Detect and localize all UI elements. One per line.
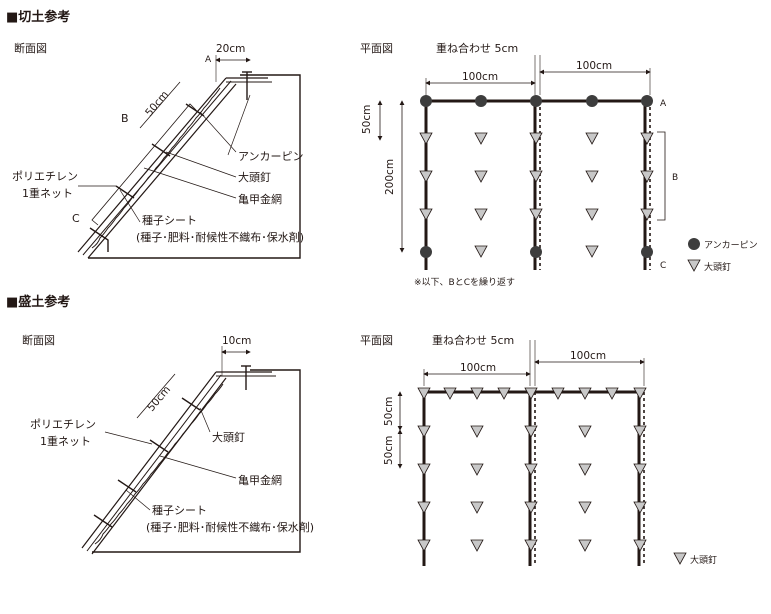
fill-dim-top: 10cm	[222, 335, 251, 347]
cut-label-anchor-pin: アンカーピン	[238, 150, 304, 163]
big-nail-legend-icon	[687, 259, 701, 272]
fill-plan-w2: 100cm	[570, 350, 606, 362]
fill-plan-title: 平面図	[360, 334, 393, 347]
big-nail-legend-icon	[673, 552, 687, 565]
cut-label-net-1: ポリエチレン	[12, 170, 78, 183]
fill-plan-overlap: 重ね合わせ 5cm	[432, 333, 514, 347]
fill-plan-v2: 50cm	[383, 436, 395, 465]
cut-legend-pin: アンカーピン	[704, 240, 758, 251]
fill-label-big-nail: 大頭釘	[212, 430, 245, 444]
cut-heading: ■切土参考	[6, 9, 70, 25]
cut-label-seed-1: 種子シート	[142, 213, 197, 227]
cut-letter-c: C	[72, 212, 80, 225]
fill-heading: ■盛土参考	[6, 294, 70, 310]
fill-plan-v1: 50cm	[383, 397, 395, 426]
cut-label-seed-2: (種子･肥料･耐候性不織布･保水剤)	[136, 230, 304, 244]
cut-section-diagram	[77, 55, 301, 259]
cut-plan-w2: 100cm	[576, 60, 612, 72]
cut-letter-b: B	[121, 112, 129, 125]
fill-legend-nail: 大頭釘	[690, 554, 717, 566]
cut-legend-nail: 大頭釘	[704, 261, 731, 273]
cut-plan-overlap: 重ね合わせ 5cm	[436, 41, 518, 55]
cut-label-big-nail: 大頭釘	[238, 170, 271, 184]
fill-section-title: 断面図	[22, 333, 55, 347]
fill-label-wire: 亀甲金網	[238, 473, 282, 487]
cut-section-title: 断面図	[14, 41, 47, 55]
fill-label-seed-1: 種子シート	[152, 503, 207, 517]
cut-plan-a: A	[660, 99, 667, 109]
cut-plan-v1: 50cm	[361, 105, 373, 134]
fill-dim-slope: 50cm	[145, 384, 173, 414]
fill-plan-w1: 100cm	[460, 362, 496, 374]
fill-plan-diagram	[397, 340, 647, 566]
cut-plan-diagram	[377, 55, 666, 270]
cut-plan-v2: 200cm	[384, 159, 396, 195]
fill-label-net-2: 1重ネット	[40, 434, 91, 448]
cut-plan-b: B	[672, 173, 678, 183]
cut-label-wire: 亀甲金網	[238, 192, 282, 206]
cut-plan-c: C	[660, 261, 666, 271]
cut-plan-w1: 100cm	[462, 71, 498, 83]
cut-letter-a: A	[205, 55, 212, 65]
cut-dim-slope: 50cm	[143, 89, 171, 119]
fill-section-diagram	[81, 346, 301, 555]
cut-label-net-2: 1重ネット	[22, 186, 73, 200]
fill-label-seed-2: (種子･肥料･耐候性不織布･保水剤)	[146, 520, 314, 534]
anchor-pin-legend-icon	[688, 238, 700, 250]
cut-plan-title: 平面図	[360, 42, 393, 55]
cut-note: ※以下、BとCを繰り返す	[414, 276, 515, 288]
fill-label-net-1: ポリエチレン	[30, 418, 96, 431]
cut-dim-top: 20cm	[216, 43, 245, 55]
